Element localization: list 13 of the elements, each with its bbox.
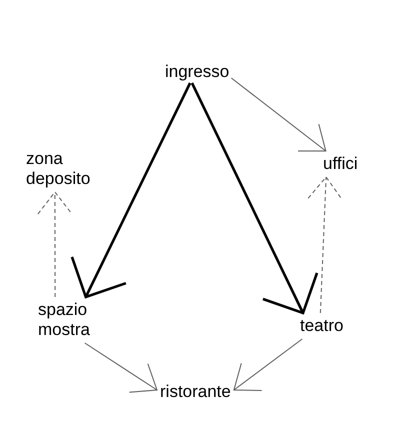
arrow (233, 338, 303, 391)
place-label: spazio mostra (38, 300, 90, 340)
arrow (190, 82, 318, 314)
place-label: ingresso (165, 62, 230, 82)
dashed-arrow (37, 192, 72, 298)
place-label: ristorante (160, 382, 231, 402)
place-label: zona deposito (26, 149, 90, 189)
arrow (70, 82, 192, 298)
dashed-arrow (308, 176, 343, 314)
place-label: teatro (300, 316, 344, 336)
arrow (84, 342, 158, 393)
arrow (230, 78, 326, 152)
place-label: uffici (323, 154, 358, 174)
